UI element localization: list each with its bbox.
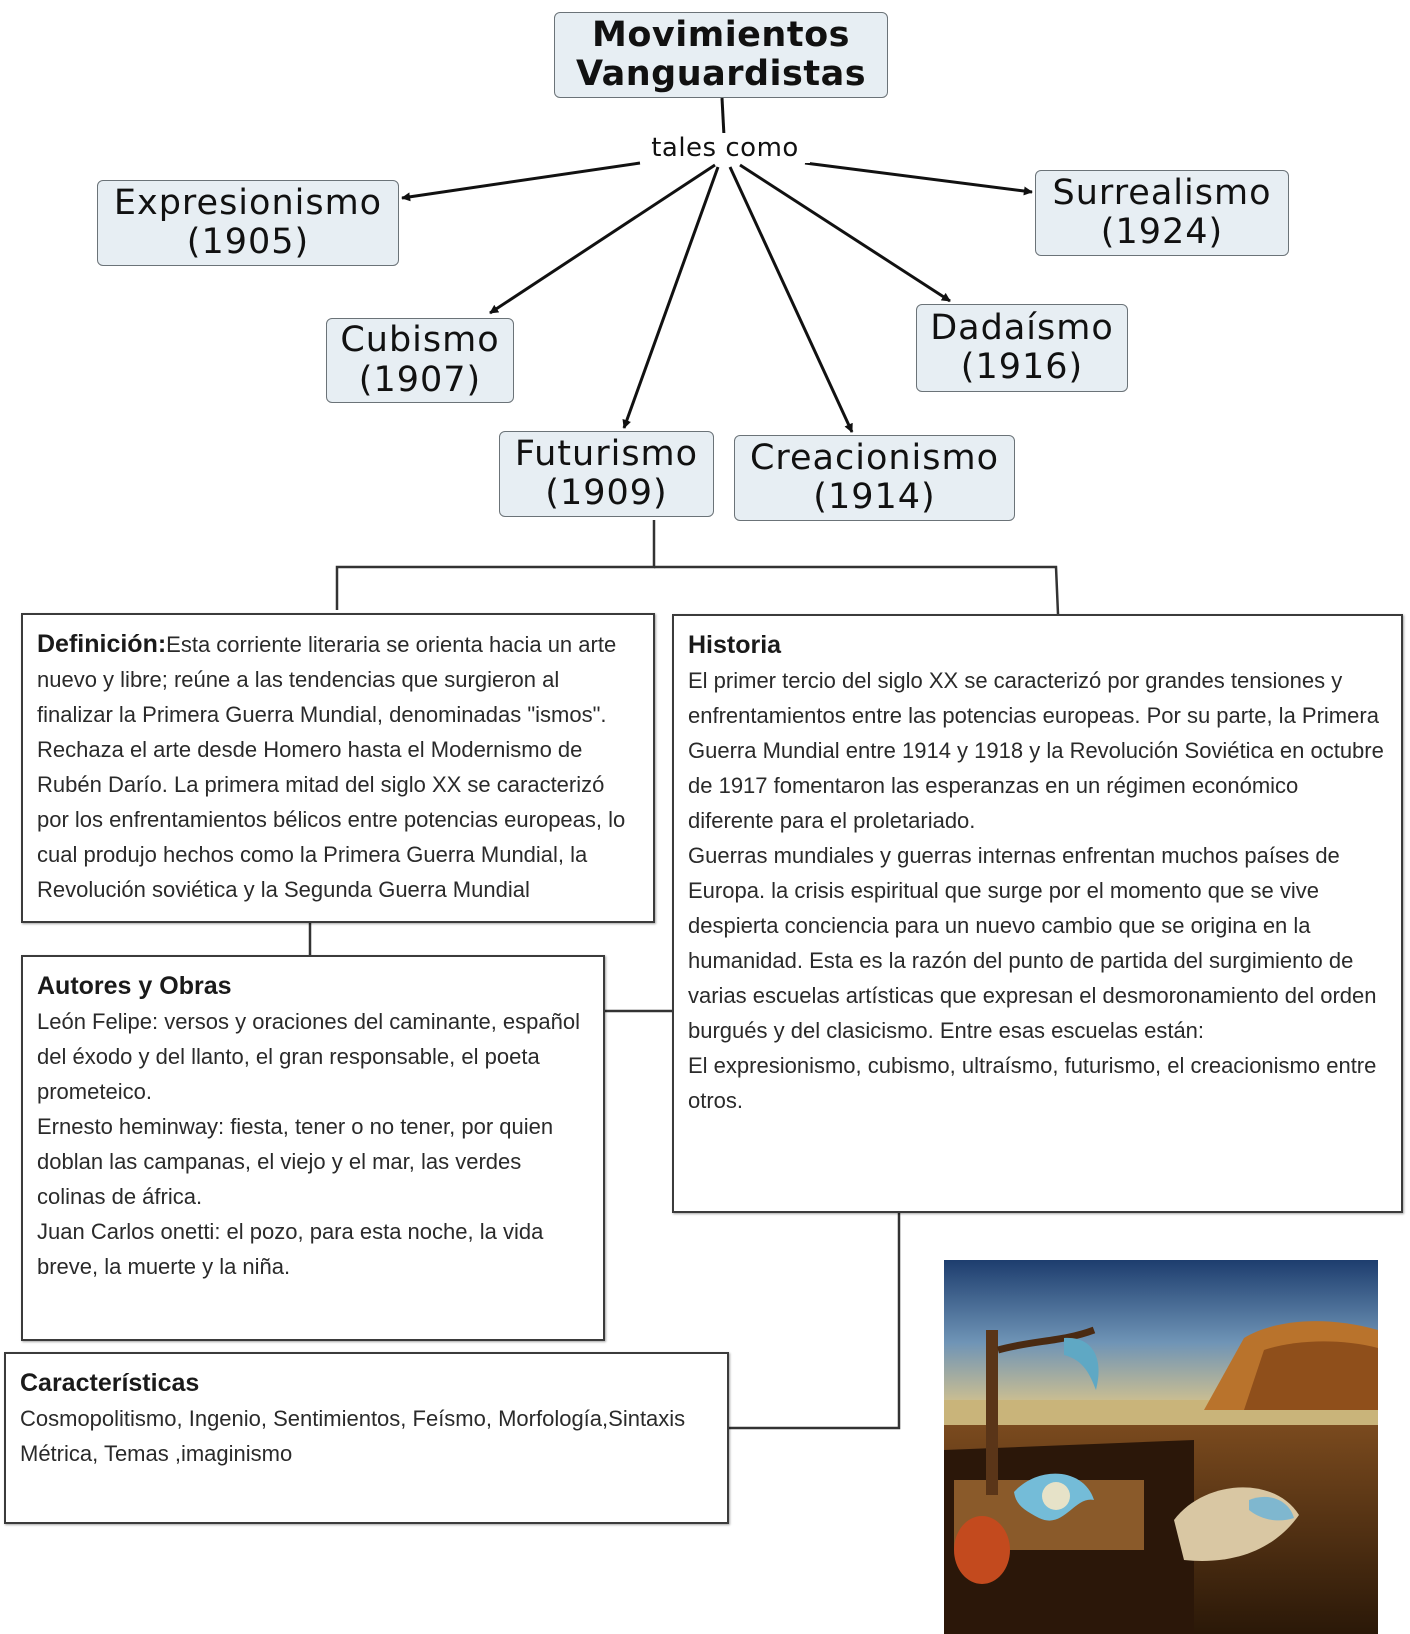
historia-paragraph-3: El expresionismo, cubismo, ultraísmo, fu… xyxy=(688,1053,1377,1113)
arrow-expresionismo xyxy=(401,161,641,202)
surrealist-painting-image xyxy=(944,1260,1378,1634)
definicion-text: Esta corriente literaria se orienta haci… xyxy=(37,632,626,902)
node-cubismo: Cubismo (1907) xyxy=(326,318,514,403)
root-node: Movimientos Vanguardistas xyxy=(554,12,888,98)
node-futurismo: Futurismo (1909) xyxy=(499,431,714,517)
movement-year: (1914) xyxy=(813,477,936,517)
autores-leon-felipe: León Felipe: versos y oraciones del cami… xyxy=(37,1009,580,1104)
definicion-panel: Definición:Esta corriente literaria se o… xyxy=(21,613,655,923)
arrow-dadaismo xyxy=(739,163,951,303)
node-expresionismo: Expresionismo (1905) xyxy=(97,180,399,266)
autores-heminway: Ernesto heminway: fiesta, tener o no ten… xyxy=(37,1114,554,1209)
root-to-linker-line xyxy=(720,97,726,137)
bracket-line-right xyxy=(654,565,1060,615)
movement-name: Cubismo xyxy=(340,320,500,361)
movement-name: Futurismo xyxy=(514,433,699,474)
caracteristicas-title: Características xyxy=(20,1369,200,1397)
caracteristicas-line-2: Métrica, Temas ,imaginismo xyxy=(20,1441,293,1466)
movement-year: (1909) xyxy=(545,473,668,513)
arrow-creacionismo xyxy=(728,166,854,433)
root-title-line1: Movimientos xyxy=(592,14,850,55)
movement-name: Dadaísmo xyxy=(930,307,1114,348)
node-surrealismo: Surrealismo (1924) xyxy=(1035,170,1289,256)
autores-onetti: Juan Carlos onetti: el pozo, para esta n… xyxy=(37,1219,544,1279)
arrow-futurismo xyxy=(622,166,720,429)
bracket-line xyxy=(335,520,656,610)
node-dadaismo: Dadaísmo (1916) xyxy=(916,304,1128,392)
autores-panel: Autores y Obras León Felipe: versos y or… xyxy=(21,955,605,1341)
movement-name: Expresionismo xyxy=(113,182,383,223)
movement-year: (1924) xyxy=(1100,212,1224,252)
historia-paragraph-2: Guerras mundiales y guerras internas enf… xyxy=(688,843,1377,1043)
arrow-cubismo xyxy=(489,163,716,315)
autores-title: Autores y Obras xyxy=(37,972,232,1000)
linking-phrase: tales como xyxy=(640,133,810,163)
movement-name: Creacionismo xyxy=(749,437,1000,478)
historia-to-caracteristicas-line xyxy=(729,1213,901,1430)
movement-year: (1907) xyxy=(358,359,482,400)
movement-name: Surrealismo xyxy=(1052,172,1272,213)
root-title-line2: Vanguardistas xyxy=(575,54,867,94)
node-creacionismo: Creacionismo (1914) xyxy=(734,435,1015,521)
arrow-surrealismo xyxy=(804,161,1033,196)
historia-panel: Historia El primer tercio del siglo XX s… xyxy=(672,614,1403,1213)
historia-paragraph-1: El primer tercio del siglo XX se caracte… xyxy=(688,668,1384,833)
historia-title: Historia xyxy=(688,631,782,659)
caracteristicas-line-1: Cosmopolitismo, Ingenio, Sentimientos, F… xyxy=(20,1406,686,1431)
movement-year: (1905) xyxy=(186,222,310,262)
movement-year: (1916) xyxy=(960,347,1084,387)
definicion-title: Definición: xyxy=(37,630,167,658)
caracteristicas-panel: Características Cosmopolitismo, Ingenio,… xyxy=(4,1352,729,1524)
